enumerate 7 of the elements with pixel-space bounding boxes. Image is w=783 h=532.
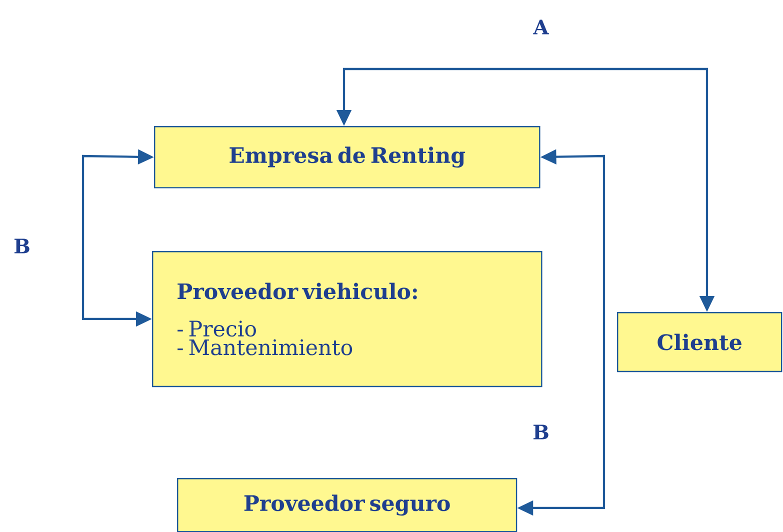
edge-label: B bbox=[14, 238, 30, 254]
edge-label: A bbox=[533, 20, 549, 34]
process-box: Cliente bbox=[617, 312, 782, 372]
process-box: Proveedor viehiculo: - Precio - Mantenimiento bbox=[152, 251, 542, 388]
process-box: Empresa de Renting bbox=[154, 126, 540, 188]
edge-label: B bbox=[534, 424, 548, 440]
process-box: Proveedor seguro bbox=[177, 478, 518, 532]
